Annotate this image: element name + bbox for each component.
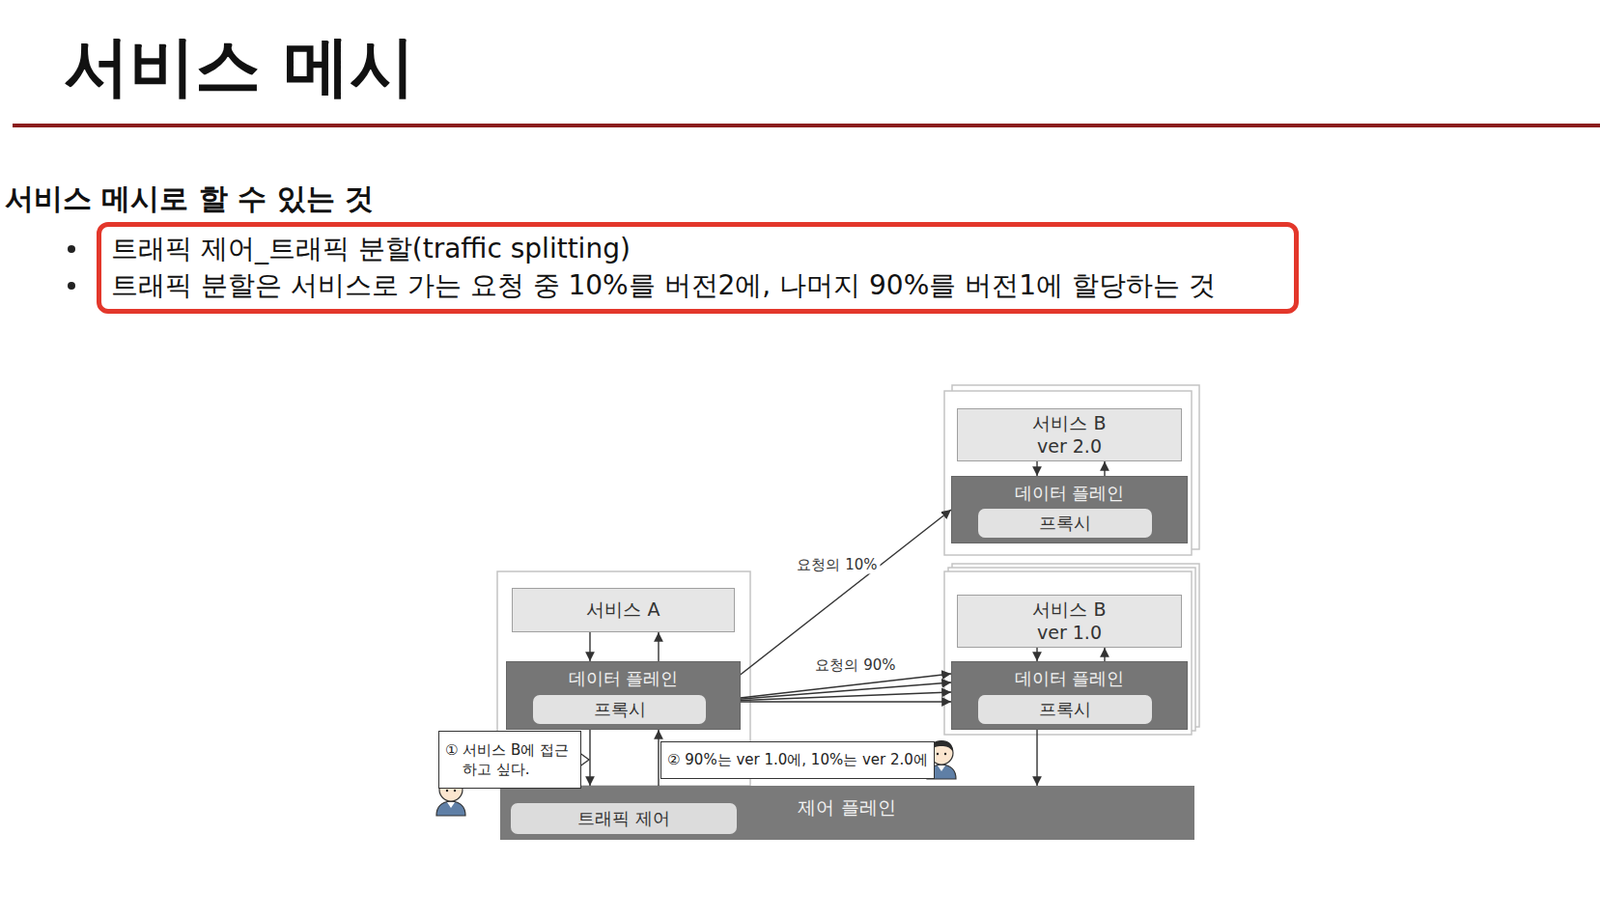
connector-arrow xyxy=(705,692,952,702)
speech-callout: ① 서비스 B에 접근하고 싶다. xyxy=(438,730,582,789)
data-plane-box: 데이터 플레인프록시 xyxy=(951,476,1188,544)
person-eye xyxy=(446,789,449,792)
service-frame xyxy=(944,391,1192,556)
service-box: 서비스 B ver 1.0 xyxy=(956,594,1182,648)
bullet-text: 트래픽 분할은 서비스로 가는 요청 중 10%를 버전2에, 나머지 90%를… xyxy=(111,267,1285,305)
proxy-label: 프록시 xyxy=(593,698,646,722)
data-plane-box: 데이터 플레인프록시 xyxy=(951,661,1188,730)
callout-text: ① 서비스 B에 접근하고 싶다. xyxy=(445,740,575,781)
highlight-box: 트래픽 제어_트래픽 분할(traffic splitting)트래픽 분할은 … xyxy=(96,222,1299,314)
proxy-label: 프록시 xyxy=(1038,511,1092,535)
connector-arrow xyxy=(705,673,952,702)
callout-text: ② 90%는 ver 1.0에, 10%는 ver 2.0에 xyxy=(667,750,928,770)
proxy-box: 프록시 xyxy=(978,508,1152,538)
connector-arrow xyxy=(705,682,952,702)
connector-arrow xyxy=(705,701,952,702)
data-plane-label: 데이터 플레인 xyxy=(506,667,740,691)
connector-arrow xyxy=(1103,647,1105,662)
traffic-control-label: 트래픽 제어 xyxy=(577,807,671,831)
service-label: 서비스 B ver 2.0 xyxy=(1025,412,1115,459)
proxy-label: 프록시 xyxy=(1038,698,1092,722)
connector-arrow xyxy=(1036,729,1038,786)
bullet-dot xyxy=(67,281,76,290)
person-eye xyxy=(453,789,456,792)
connector-arrow xyxy=(1103,461,1105,477)
connector-arrow xyxy=(657,729,659,786)
bullet-dot xyxy=(67,245,76,253)
connector-arrow xyxy=(657,632,659,662)
control-plane-band: 제어 플레인 트래픽 제어 xyxy=(500,785,1195,841)
connector-arrow xyxy=(589,729,590,786)
service-label: 서비스 B ver 1.0 xyxy=(1025,598,1115,646)
person-collar xyxy=(447,802,455,809)
person-eye xyxy=(944,753,947,756)
edge-label: 요청의 90% xyxy=(812,656,899,675)
data-plane-label: 데이터 플레인 xyxy=(952,481,1187,506)
bullet-text: 트래픽 제어_트래픽 분할(traffic splitting) xyxy=(111,230,1285,268)
data-plane-label: 데이터 플레인 xyxy=(952,667,1187,691)
title-underline xyxy=(12,123,1600,128)
service-box: 서비스 A xyxy=(511,588,735,633)
person-eye xyxy=(936,753,939,756)
connector-arrow xyxy=(1036,461,1038,477)
traffic-control-box: 트래픽 제어 xyxy=(510,803,737,835)
service-frame xyxy=(944,571,1192,735)
slide-title: 서비스 메시 xyxy=(63,27,416,107)
section-heading: 서비스 메시로 할 수 있는 것 xyxy=(4,181,374,217)
edge-label: 요청의 10% xyxy=(793,556,880,575)
person-collar xyxy=(937,765,946,772)
service-box: 서비스 B ver 2.0 xyxy=(956,408,1182,462)
connector-arrow xyxy=(1036,647,1038,662)
service-label: 서비스 A xyxy=(586,598,660,622)
connector-arrow xyxy=(589,632,590,662)
connector-arrow xyxy=(705,509,952,702)
control-plane-label: 제어 플레인 xyxy=(750,795,944,821)
speech-callout: ② 90%는 ver 1.0에, 10%는 ver 2.0에 xyxy=(660,741,935,780)
person-body xyxy=(436,801,466,816)
data-plane-box: 데이터 플레인프록시 xyxy=(505,661,741,730)
proxy-box: 프록시 xyxy=(978,695,1152,725)
proxy-box: 프록시 xyxy=(533,695,706,725)
